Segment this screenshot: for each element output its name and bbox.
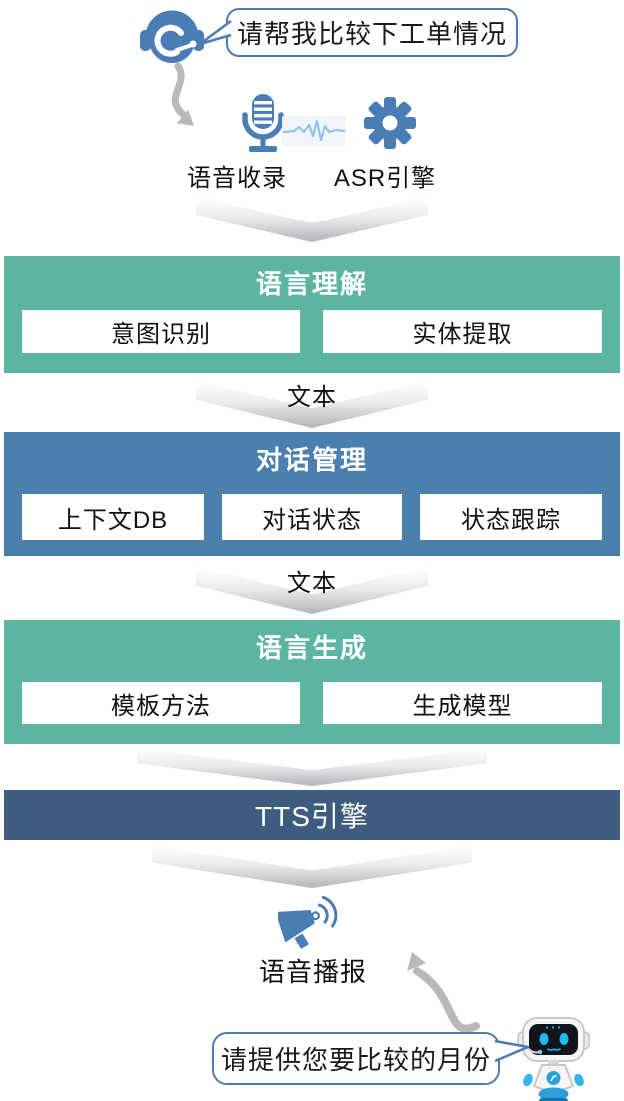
voice-broadcast-label: 语音播报 (258, 957, 368, 987)
chevron-down-icon (137, 748, 487, 786)
flow-text-label-2: 文本 (287, 570, 337, 597)
bot-bubble-tail (494, 1039, 530, 1063)
megaphone-icon (278, 896, 338, 949)
flow-text-label-1: 文本 (287, 384, 337, 411)
stage-dialog-management: 对话管理 上下文DB 对话状态 状态跟踪 (4, 432, 620, 556)
nlu-item-0-label: 意图识别 (111, 321, 211, 348)
dm-item-dialog-state: 对话状态 (222, 494, 402, 540)
dm-item-1-label: 对话状态 (262, 506, 362, 534)
stage-nlg-title: 语言生成 (255, 633, 368, 663)
stage-tts: TTS引擎 (4, 790, 620, 840)
bot-speech-text: 请提供您要比较的月份 (220, 1045, 491, 1075)
stage-tts-title: TTS引擎 (255, 801, 369, 832)
user-speech-text: 请帮我比较下工单情况 (236, 19, 507, 49)
user-bubble-tail (198, 20, 232, 46)
curved-arrow-up-icon (407, 952, 480, 1033)
dm-item-state-tracking: 状态跟踪 (420, 494, 602, 540)
nlg-item-generation-model: 生成模型 (323, 682, 602, 724)
stage-nlu: 语言理解 意图识别 实体提取 (4, 256, 620, 373)
waveform-icon (282, 116, 346, 146)
gear-icon (364, 97, 416, 149)
user-speech-bubble: 请帮我比较下工单情况 (226, 8, 518, 57)
nlg-item-0-label: 模板方法 (111, 692, 211, 720)
dm-item-context-db: 上下文DB (22, 494, 204, 540)
chevron-down-icon (152, 846, 472, 888)
voice-capture-label: 语音收录 (187, 165, 287, 192)
nlg-item-template-method: 模板方法 (22, 682, 300, 724)
bot-speech-bubble: 请提供您要比较的月份 (212, 1032, 500, 1085)
asr-engine-label: ASR引擎 (333, 165, 437, 192)
nlu-item-1-label: 实体提取 (412, 321, 513, 348)
dm-item-2-label: 状态跟踪 (461, 506, 561, 534)
nlg-item-1-label: 生成模型 (412, 692, 513, 720)
nlu-item-entity-extraction: 实体提取 (323, 310, 602, 353)
headset-icon (140, 10, 204, 63)
stage-nlg: 语言生成 模板方法 生成模型 (4, 620, 620, 744)
microphone-icon (242, 94, 284, 152)
stage-nlu-title: 语言理解 (255, 269, 368, 299)
nlu-item-intent-recognition: 意图识别 (22, 310, 300, 353)
curved-arrow-down-icon (171, 62, 194, 126)
stage-dm-title: 对话管理 (255, 445, 368, 475)
dm-item-0-label: 上下文DB (57, 506, 169, 534)
chevron-down-icon (196, 197, 428, 242)
